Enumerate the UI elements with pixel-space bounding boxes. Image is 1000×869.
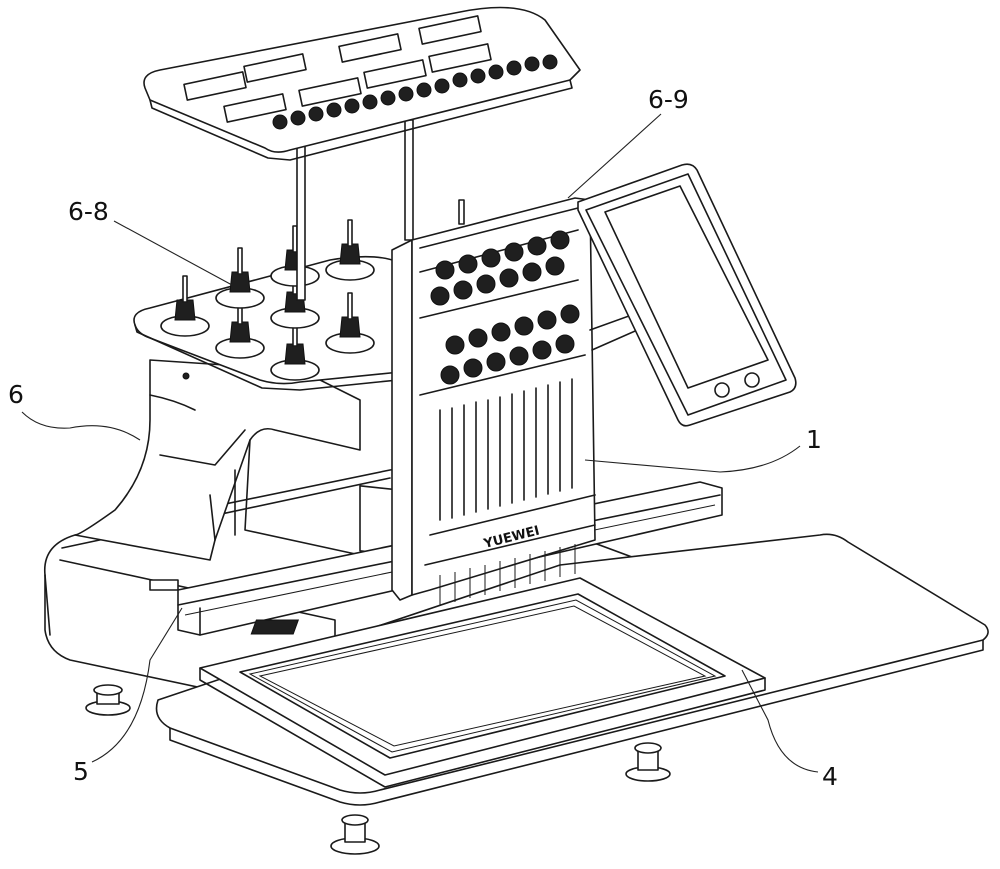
leveling-foot-front [331,815,379,854]
leveling-foot-right [626,743,670,781]
touch-screen-panel [578,164,796,426]
label-6-8: 6-8 [68,197,109,226]
machine-head: YUEWEI [392,198,595,605]
label-6: 6 [8,380,24,409]
leader-6-8 [114,221,232,285]
label-6-9: 6-9 [648,85,689,114]
label-1: 1 [806,425,822,454]
leader-1 [585,446,800,472]
label-5: 5 [73,757,89,786]
leader-6 [22,412,140,440]
leveling-foot-front-left [86,685,130,715]
label-4: 4 [822,762,838,791]
